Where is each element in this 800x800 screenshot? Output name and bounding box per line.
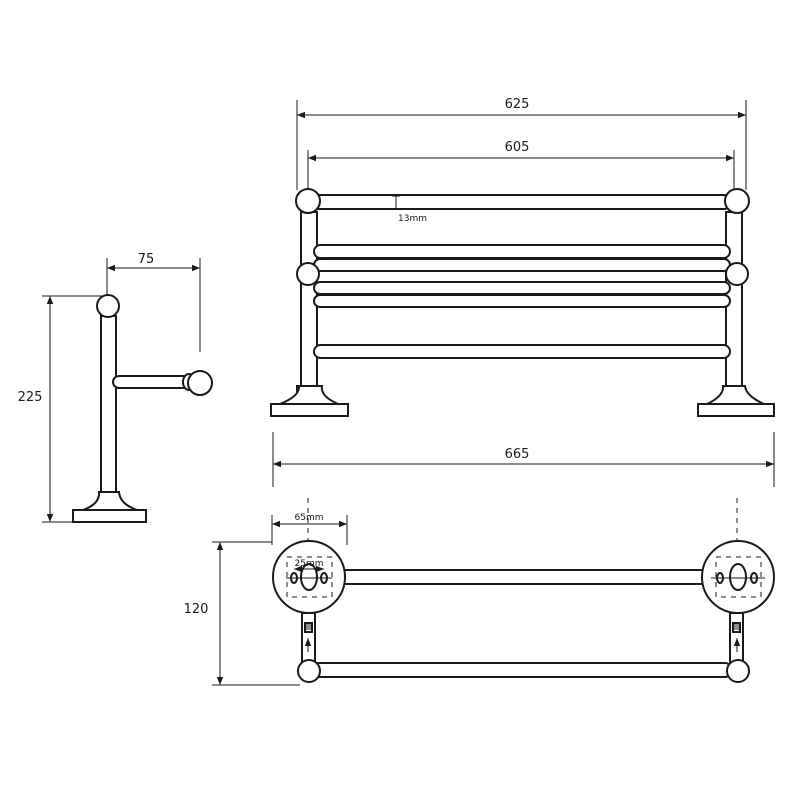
dimension-base-width: 665 bbox=[505, 447, 530, 462]
shelf-bar bbox=[313, 244, 731, 259]
side-view: 75 225 bbox=[18, 252, 213, 523]
front-rail bbox=[311, 662, 733, 678]
shelf-bar bbox=[313, 281, 731, 295]
dimension-depth: 75 bbox=[138, 252, 155, 267]
left-base-plate bbox=[270, 403, 349, 417]
right-base-plate bbox=[697, 403, 775, 417]
left-top-knob bbox=[295, 188, 321, 214]
dimension-height: 225 bbox=[18, 390, 43, 405]
dimension-projection: 120 bbox=[184, 602, 209, 617]
shelf-bar bbox=[313, 294, 731, 308]
top-view: 65mm 120 25mm bbox=[184, 498, 775, 686]
right-bracket-centre-hole bbox=[729, 563, 747, 591]
dimension-bracket-width: 65mm bbox=[295, 513, 324, 523]
left-set-screw-icon bbox=[304, 622, 313, 633]
side-post bbox=[100, 315, 117, 493]
right-top-knob bbox=[724, 188, 750, 214]
dimension-bar-length: 605 bbox=[505, 140, 530, 155]
side-top-knob bbox=[96, 294, 120, 318]
left-base-flare bbox=[279, 385, 339, 405]
dimension-hole-spacing: 25mm bbox=[295, 559, 324, 569]
right-set-screw-icon bbox=[732, 622, 741, 633]
side-base-plate bbox=[72, 509, 147, 523]
right-base-flare bbox=[706, 385, 765, 405]
wall-rail bbox=[341, 569, 707, 585]
dimension-overall-width: 625 bbox=[505, 97, 530, 112]
dimension-bar-diameter: 13mm bbox=[398, 214, 427, 224]
right-mid-knob bbox=[725, 262, 749, 286]
left-front-knob bbox=[297, 659, 321, 683]
shelf-bar bbox=[313, 258, 731, 272]
right-bracket-plate bbox=[715, 556, 762, 598]
side-base-flare bbox=[82, 491, 138, 511]
left-mid-knob bbox=[296, 262, 320, 286]
right-front-knob bbox=[726, 659, 750, 683]
left-bracket-plate bbox=[286, 556, 333, 598]
side-arm-knob bbox=[187, 370, 213, 396]
shelf-bar bbox=[313, 344, 731, 359]
top-bar bbox=[310, 194, 732, 210]
front-view: 625 605 13mm 665 bbox=[270, 97, 775, 487]
